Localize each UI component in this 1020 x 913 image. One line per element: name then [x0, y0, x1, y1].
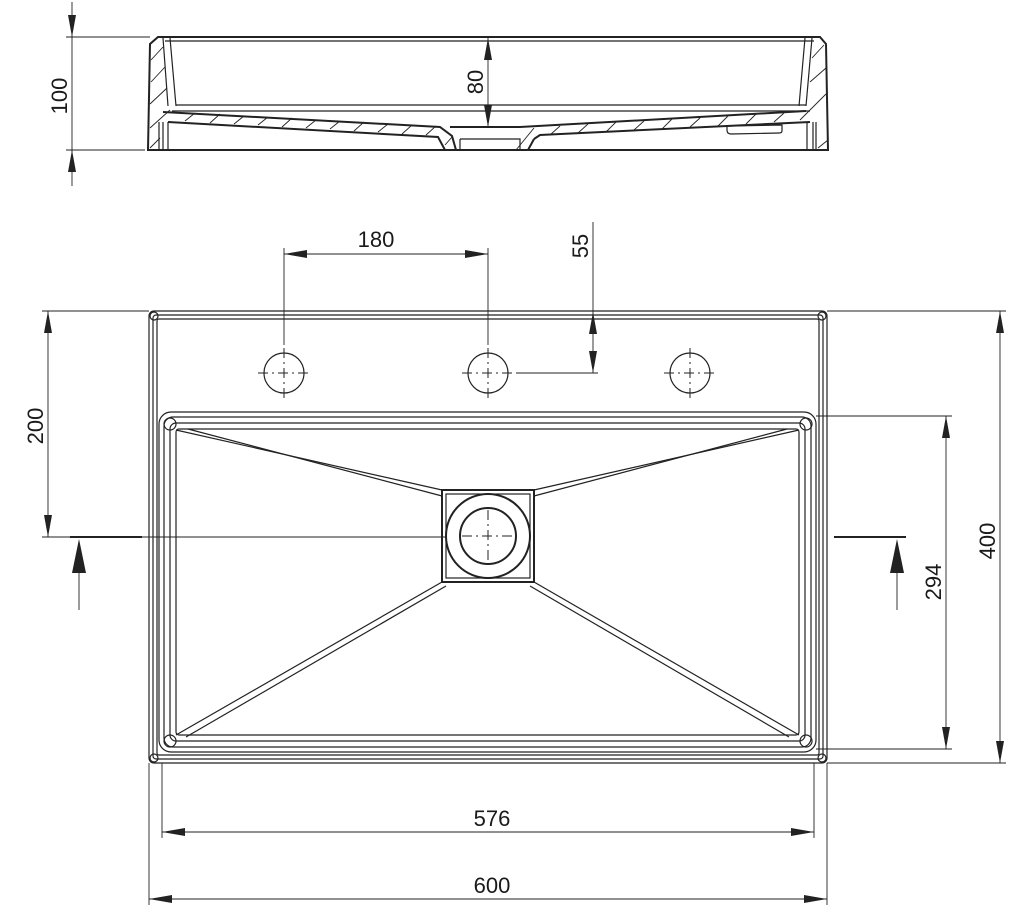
dim-label-400: 400 [975, 523, 1000, 560]
dim-label-294: 294 [921, 564, 946, 601]
dim-label-100: 100 [47, 78, 72, 115]
section-mark-left [70, 536, 142, 610]
dim-bowl-depth: 80 [463, 38, 492, 127]
tap-hole-left [258, 348, 310, 398]
dim-tap-hole-offset: 55 [516, 222, 598, 374]
dim-overall-width: 600 [148, 763, 828, 905]
side-section-view: 100 80 [47, 2, 830, 186]
top-plan-view: 180 55 200 400 [23, 222, 1006, 905]
tap-hole-right [664, 348, 716, 398]
drain-outer [445, 493, 531, 579]
dim-label-600: 600 [474, 873, 511, 898]
dim-overall-height: 100 [47, 2, 150, 186]
dim-tap-hole-spacing: 180 [283, 227, 489, 345]
dim-bowl-inner-width: 576 [161, 763, 815, 838]
dim-label-55: 55 [568, 234, 593, 258]
section-mark-right [834, 536, 906, 610]
dim-label-576: 576 [474, 806, 511, 831]
dim-label-180: 180 [358, 227, 395, 252]
dim-overall-depth: 400 [827, 310, 1006, 764]
tap-hole-center [462, 348, 514, 398]
dim-section-offset: 200 [23, 310, 149, 537]
dim-label-200: 200 [23, 408, 48, 445]
dim-label-80: 80 [463, 70, 488, 94]
dim-bowl-inner-depth: 294 [816, 415, 952, 750]
drain-inner [459, 507, 517, 565]
